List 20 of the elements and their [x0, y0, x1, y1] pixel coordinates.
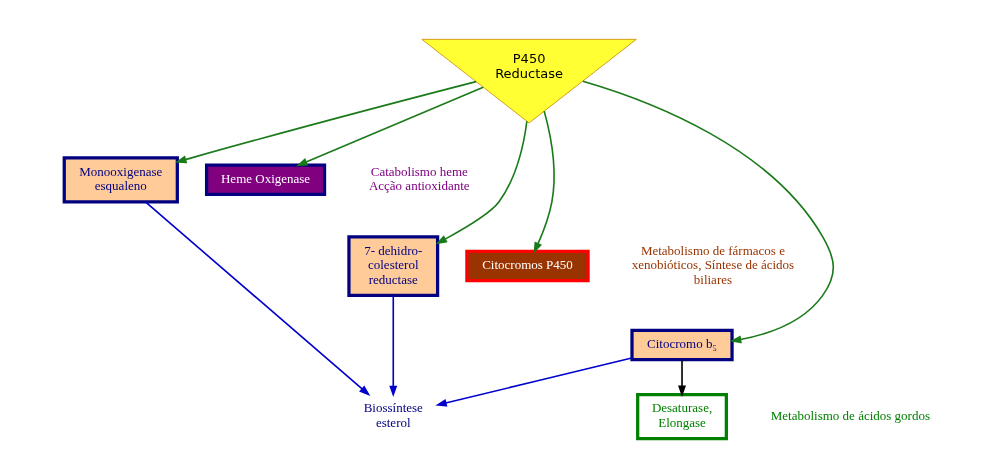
- arrow: [435, 120, 528, 245]
- arrow: [388, 294, 397, 398]
- arrow: [677, 359, 686, 397]
- node-box: Desaturase, Elongase: [635, 392, 728, 441]
- node-label: Metabolismo de fármacos e xenobióticos, Síntese de ácidos biliares: [631, 242, 794, 287]
- node-box: Monooxigenase esqualeno: [62, 156, 179, 204]
- node-box: Heme Oxigenase: [204, 163, 326, 197]
- arrow: [295, 86, 484, 167]
- arrow: [434, 357, 633, 407]
- node-box: Citocromo b₅: [629, 328, 734, 362]
- node-label: Acção antioxidante: [368, 178, 470, 194]
- arrow: [144, 201, 370, 396]
- arrow: [581, 80, 834, 344]
- arrow: [174, 80, 477, 164]
- node-box: 7- dehidro- colesterol reductase: [346, 235, 439, 297]
- node-box: Citocromos P450: [464, 249, 590, 283]
- node-label: Catabolismo heme: [370, 163, 468, 179]
- arrow: [533, 110, 555, 254]
- node-label: Metabolismo de ácidos gordos: [770, 407, 930, 423]
- node-text: Biossíntese esterol: [363, 400, 423, 430]
